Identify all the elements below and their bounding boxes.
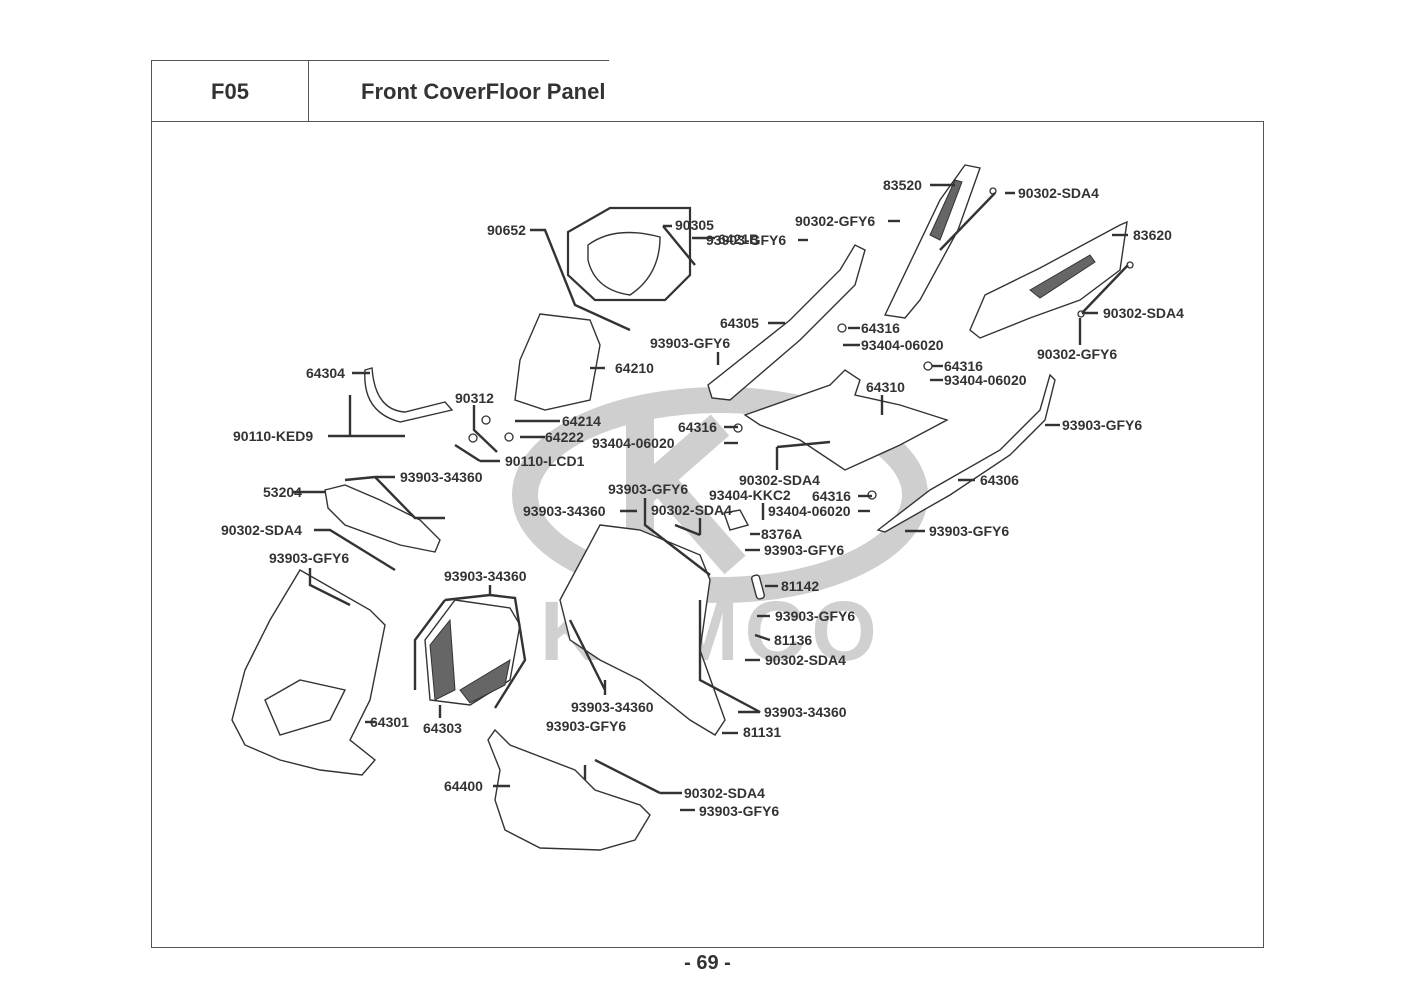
part-64304-shape xyxy=(364,367,454,423)
part-label[interactable]: 90312 xyxy=(455,390,494,406)
part-label[interactable]: 93903-GFY6 xyxy=(775,608,855,624)
part-label[interactable]: 8376A xyxy=(761,526,802,542)
part-64301-shape xyxy=(231,569,386,776)
part-64306-shape xyxy=(876,373,1056,533)
part-6421B-shape xyxy=(587,231,661,296)
part-label[interactable]: 93903-34360 xyxy=(400,469,483,485)
part-label[interactable]: 93903-GFY6 xyxy=(699,803,779,819)
section-code: F05 xyxy=(211,78,249,104)
part-label[interactable]: 93903-GFY6 xyxy=(546,718,626,734)
part-label[interactable]: 83620 xyxy=(1133,227,1172,243)
part-label[interactable]: 93903-GFY6 xyxy=(706,232,786,248)
part-label[interactable]: 6421B xyxy=(718,231,759,247)
part-label[interactable]: 93903-GFY6 xyxy=(650,335,730,351)
watermark-ellipse xyxy=(512,387,928,603)
part-label[interactable]: 93404-06020 xyxy=(768,503,851,519)
part-64400-shape xyxy=(487,728,651,851)
part-64301-headlight xyxy=(264,679,347,736)
part-label[interactable]: 64310 xyxy=(866,379,905,395)
part-label[interactable]: 93903-GFY6 xyxy=(929,523,1009,539)
part-64305-shape xyxy=(707,244,866,401)
part-label[interactable]: 93903-GFY6 xyxy=(1062,417,1142,433)
section-code-cell: F05 xyxy=(151,60,309,122)
part-label[interactable]: 53204 xyxy=(263,484,302,500)
part-shapes xyxy=(231,164,1134,851)
collar-icon xyxy=(504,432,514,442)
collar-icon xyxy=(468,433,478,443)
part-label[interactable]: 64303 xyxy=(423,720,462,736)
part-64310-shape xyxy=(743,369,949,471)
part-64210-shape xyxy=(514,313,601,411)
part-label[interactable]: 81136 xyxy=(774,632,812,648)
part-label[interactable]: 64222 xyxy=(545,429,584,445)
part-53204-shape xyxy=(324,484,441,553)
part-label[interactable]: 90302-SDA4 xyxy=(1018,185,1099,201)
part-inner-front-panel-shape xyxy=(559,524,726,736)
leader-lines xyxy=(292,183,1129,812)
part-label[interactable]: 64305 xyxy=(720,315,759,331)
part-83620-grille xyxy=(1029,254,1096,299)
part-label[interactable]: 64301 xyxy=(370,714,409,730)
part-label[interactable]: 93903-34360 xyxy=(764,704,847,720)
part-label[interactable]: 90302-SDA4 xyxy=(1103,305,1184,321)
part-label[interactable]: 64316 xyxy=(944,358,983,374)
grommet-icon xyxy=(837,323,847,333)
part-64303-louver-right xyxy=(459,658,511,704)
section-title-cell: Front CoverFloor Panel xyxy=(309,60,609,122)
part-label[interactable]: 64316 xyxy=(861,320,900,336)
grommet-icon xyxy=(923,361,933,371)
part-label[interactable]: 64306 xyxy=(980,472,1019,488)
part-8376A-shape xyxy=(723,509,750,531)
part-label[interactable]: 93903-34360 xyxy=(571,699,654,715)
part-label[interactable]: 90302-SDA4 xyxy=(651,502,732,518)
part-label[interactable]: 64214 xyxy=(562,413,601,429)
part-label[interactable]: 90302-SDA4 xyxy=(765,652,846,668)
part-label[interactable]: 93903-34360 xyxy=(444,568,527,584)
part-label[interactable]: 64400 xyxy=(444,778,483,794)
part-label[interactable]: 93903-GFY6 xyxy=(269,550,349,566)
part-label[interactable]: 93903-34360 xyxy=(523,503,606,519)
section-title: Front CoverFloor Panel xyxy=(361,78,606,104)
part-labels: 83520 90302-SDA4 90302-GFY6 83620 90305 … xyxy=(221,177,1184,819)
part-label[interactable]: 93903-GFY6 xyxy=(608,481,688,497)
part-81142-shape xyxy=(751,574,765,600)
part-label[interactable]: 93404-06020 xyxy=(592,435,675,451)
part-label[interactable]: 64316 xyxy=(678,419,717,435)
part-label[interactable]: 64316 xyxy=(812,488,851,504)
part-label[interactable]: 93404-KKC2 xyxy=(709,487,791,503)
part-label[interactable]: 93404-06020 xyxy=(944,372,1027,388)
part-label[interactable]: 90110-KED9 xyxy=(233,428,313,444)
page-number: - 69 - xyxy=(684,952,731,974)
part-label[interactable]: 90652 xyxy=(487,222,526,238)
part-label[interactable]: 93903-GFY6 xyxy=(764,542,844,558)
part-label[interactable]: 90305 xyxy=(675,217,714,233)
part-label[interactable]: 90302-SDA4 xyxy=(684,785,765,801)
part-label[interactable]: 90110-LCD1 xyxy=(505,453,585,469)
diagram-frame xyxy=(151,121,1264,948)
part-label[interactable]: 90302-GFY6 xyxy=(795,213,875,229)
part-64303-louver-left xyxy=(429,618,456,701)
part-83520-shape xyxy=(883,164,981,319)
part-label[interactable]: 90302-GFY6 xyxy=(1037,346,1117,362)
collar-icon xyxy=(481,415,491,425)
part-label[interactable]: 81142 xyxy=(781,578,819,594)
part-label[interactable]: 83520 xyxy=(883,177,922,193)
part-label[interactable]: 64304 xyxy=(306,365,345,381)
part-label[interactable]: 90302-SDA4 xyxy=(221,522,302,538)
part-83520-grille xyxy=(929,179,963,241)
part-label[interactable]: 81131 xyxy=(743,724,781,740)
part-label[interactable]: 90302-SDA4 xyxy=(739,472,820,488)
part-label[interactable]: 64210 xyxy=(615,360,654,376)
part-6421B-group-outline xyxy=(566,206,692,302)
part-label[interactable]: 93404-06020 xyxy=(861,337,944,353)
